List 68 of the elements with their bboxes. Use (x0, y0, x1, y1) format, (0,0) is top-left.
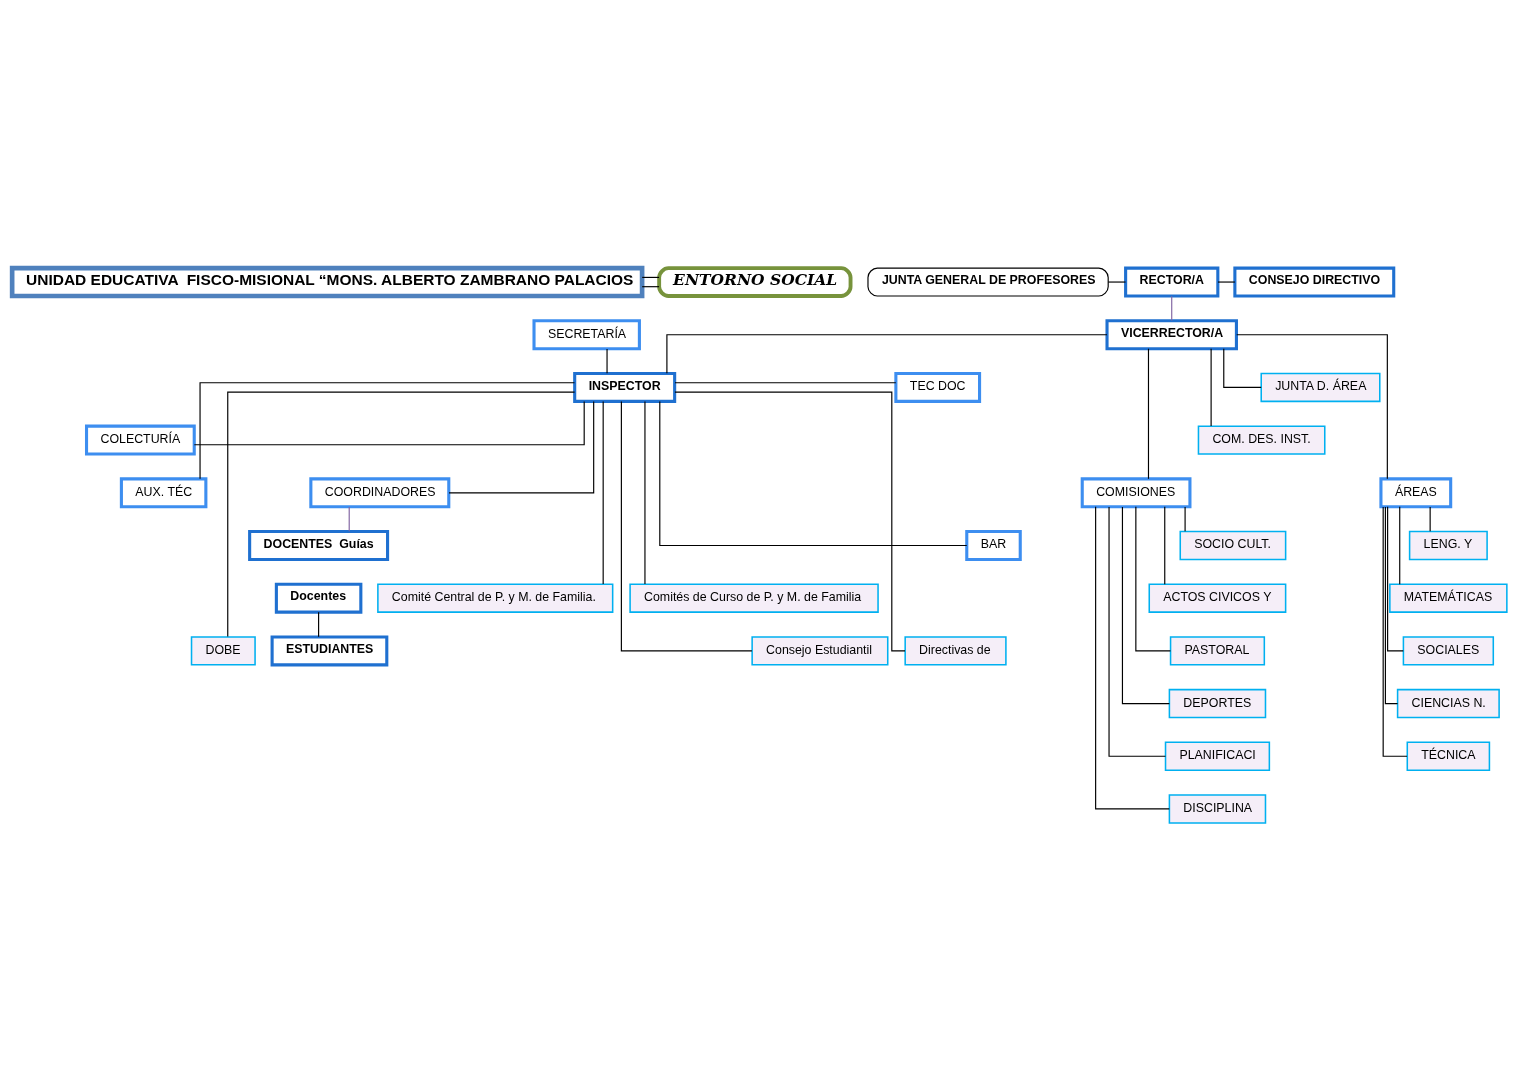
connector (448, 400, 595, 494)
connector (1387, 506, 1404, 652)
connector (318, 611, 320, 638)
connector (1135, 506, 1172, 652)
node-box: CIENCIAS N. (1396, 688, 1500, 719)
connector (227, 391, 576, 638)
connector (644, 401, 646, 585)
node-box: LENG. Y (1408, 530, 1488, 561)
node-box: TÉCNICA (1406, 741, 1491, 771)
connector (1382, 506, 1408, 757)
node-box: Docentes (274, 582, 363, 614)
connector (674, 382, 897, 384)
connector (1217, 281, 1236, 283)
connector (666, 334, 1108, 374)
connector (1429, 506, 1431, 532)
node-box: CONSEJO DIRECTIVO (1233, 266, 1396, 298)
connector (1107, 281, 1127, 283)
node-box: JUNTA GENERAL DE PROFESORES (867, 267, 1109, 297)
node-box: ESTUDIANTES (270, 635, 389, 667)
connector (199, 382, 576, 480)
node-box: SOCIALES (1402, 636, 1495, 666)
node-box: COM. DES. INST. (1197, 425, 1326, 455)
node-box: VICERRECTOR/A (1105, 319, 1238, 351)
node-box: JUNTA D. ÁREA (1260, 372, 1381, 403)
node-box: ENTORNO SOCIAL (657, 266, 853, 298)
connector (620, 401, 753, 652)
node-box: Directivas de (904, 636, 1007, 666)
node-box: SECRETARÍA (532, 319, 641, 351)
node-box: COLECTURÍA (85, 424, 196, 456)
node-box: MATEMÁTICAS (1389, 583, 1508, 613)
connector (606, 348, 608, 374)
connector (1108, 506, 1167, 757)
connector (1164, 506, 1166, 585)
connector (1399, 506, 1401, 585)
node-box: Consejo Estudiantil (751, 636, 889, 666)
connector (659, 400, 968, 547)
connector (1384, 506, 1399, 705)
connector (674, 391, 906, 652)
connector (1210, 348, 1212, 427)
node-box: RECTOR/A (1124, 266, 1220, 298)
connector (1184, 506, 1186, 532)
node-box: DOCENTES Guías (248, 530, 390, 561)
node-box: TEC DOC (894, 371, 982, 403)
node-box: PASTORAL (1169, 636, 1266, 666)
node-box: BAR (965, 530, 1022, 561)
node-box: COMISIONES (1080, 477, 1192, 509)
connector (348, 506, 350, 532)
node-box: DISCIPLINA (1168, 794, 1267, 824)
node-box: AUX. TÉC (119, 477, 208, 509)
connector (602, 401, 604, 585)
node-box: COORDINADORES (309, 477, 451, 509)
node-box: PLANIFICACI (1164, 741, 1271, 771)
connector (1095, 506, 1170, 810)
node-box: INSPECTOR (573, 371, 677, 403)
connector (1236, 334, 1388, 480)
connector (1147, 348, 1150, 480)
node-box: Comités de Curso de P. y M. de Familia (629, 583, 879, 613)
node-box: DOBE (190, 636, 256, 666)
connector (1223, 348, 1262, 388)
connector (193, 401, 585, 446)
node-box: Comité Central de P. y M. de Familia. (377, 583, 614, 613)
node-box: DEPORTES (1168, 688, 1267, 719)
node-box: UNIDAD EDUCATIVA FISCO-MISIONAL “MONS. ALBERTO ZAMBRANO PALACIOS (9, 265, 645, 299)
connector (1171, 295, 1173, 322)
connector (1121, 506, 1170, 705)
node-box: ÁREAS (1379, 477, 1453, 509)
node-box: ACTOS CIVICOS Y (1148, 583, 1287, 613)
node-box: SOCIO CULT. (1179, 530, 1287, 561)
